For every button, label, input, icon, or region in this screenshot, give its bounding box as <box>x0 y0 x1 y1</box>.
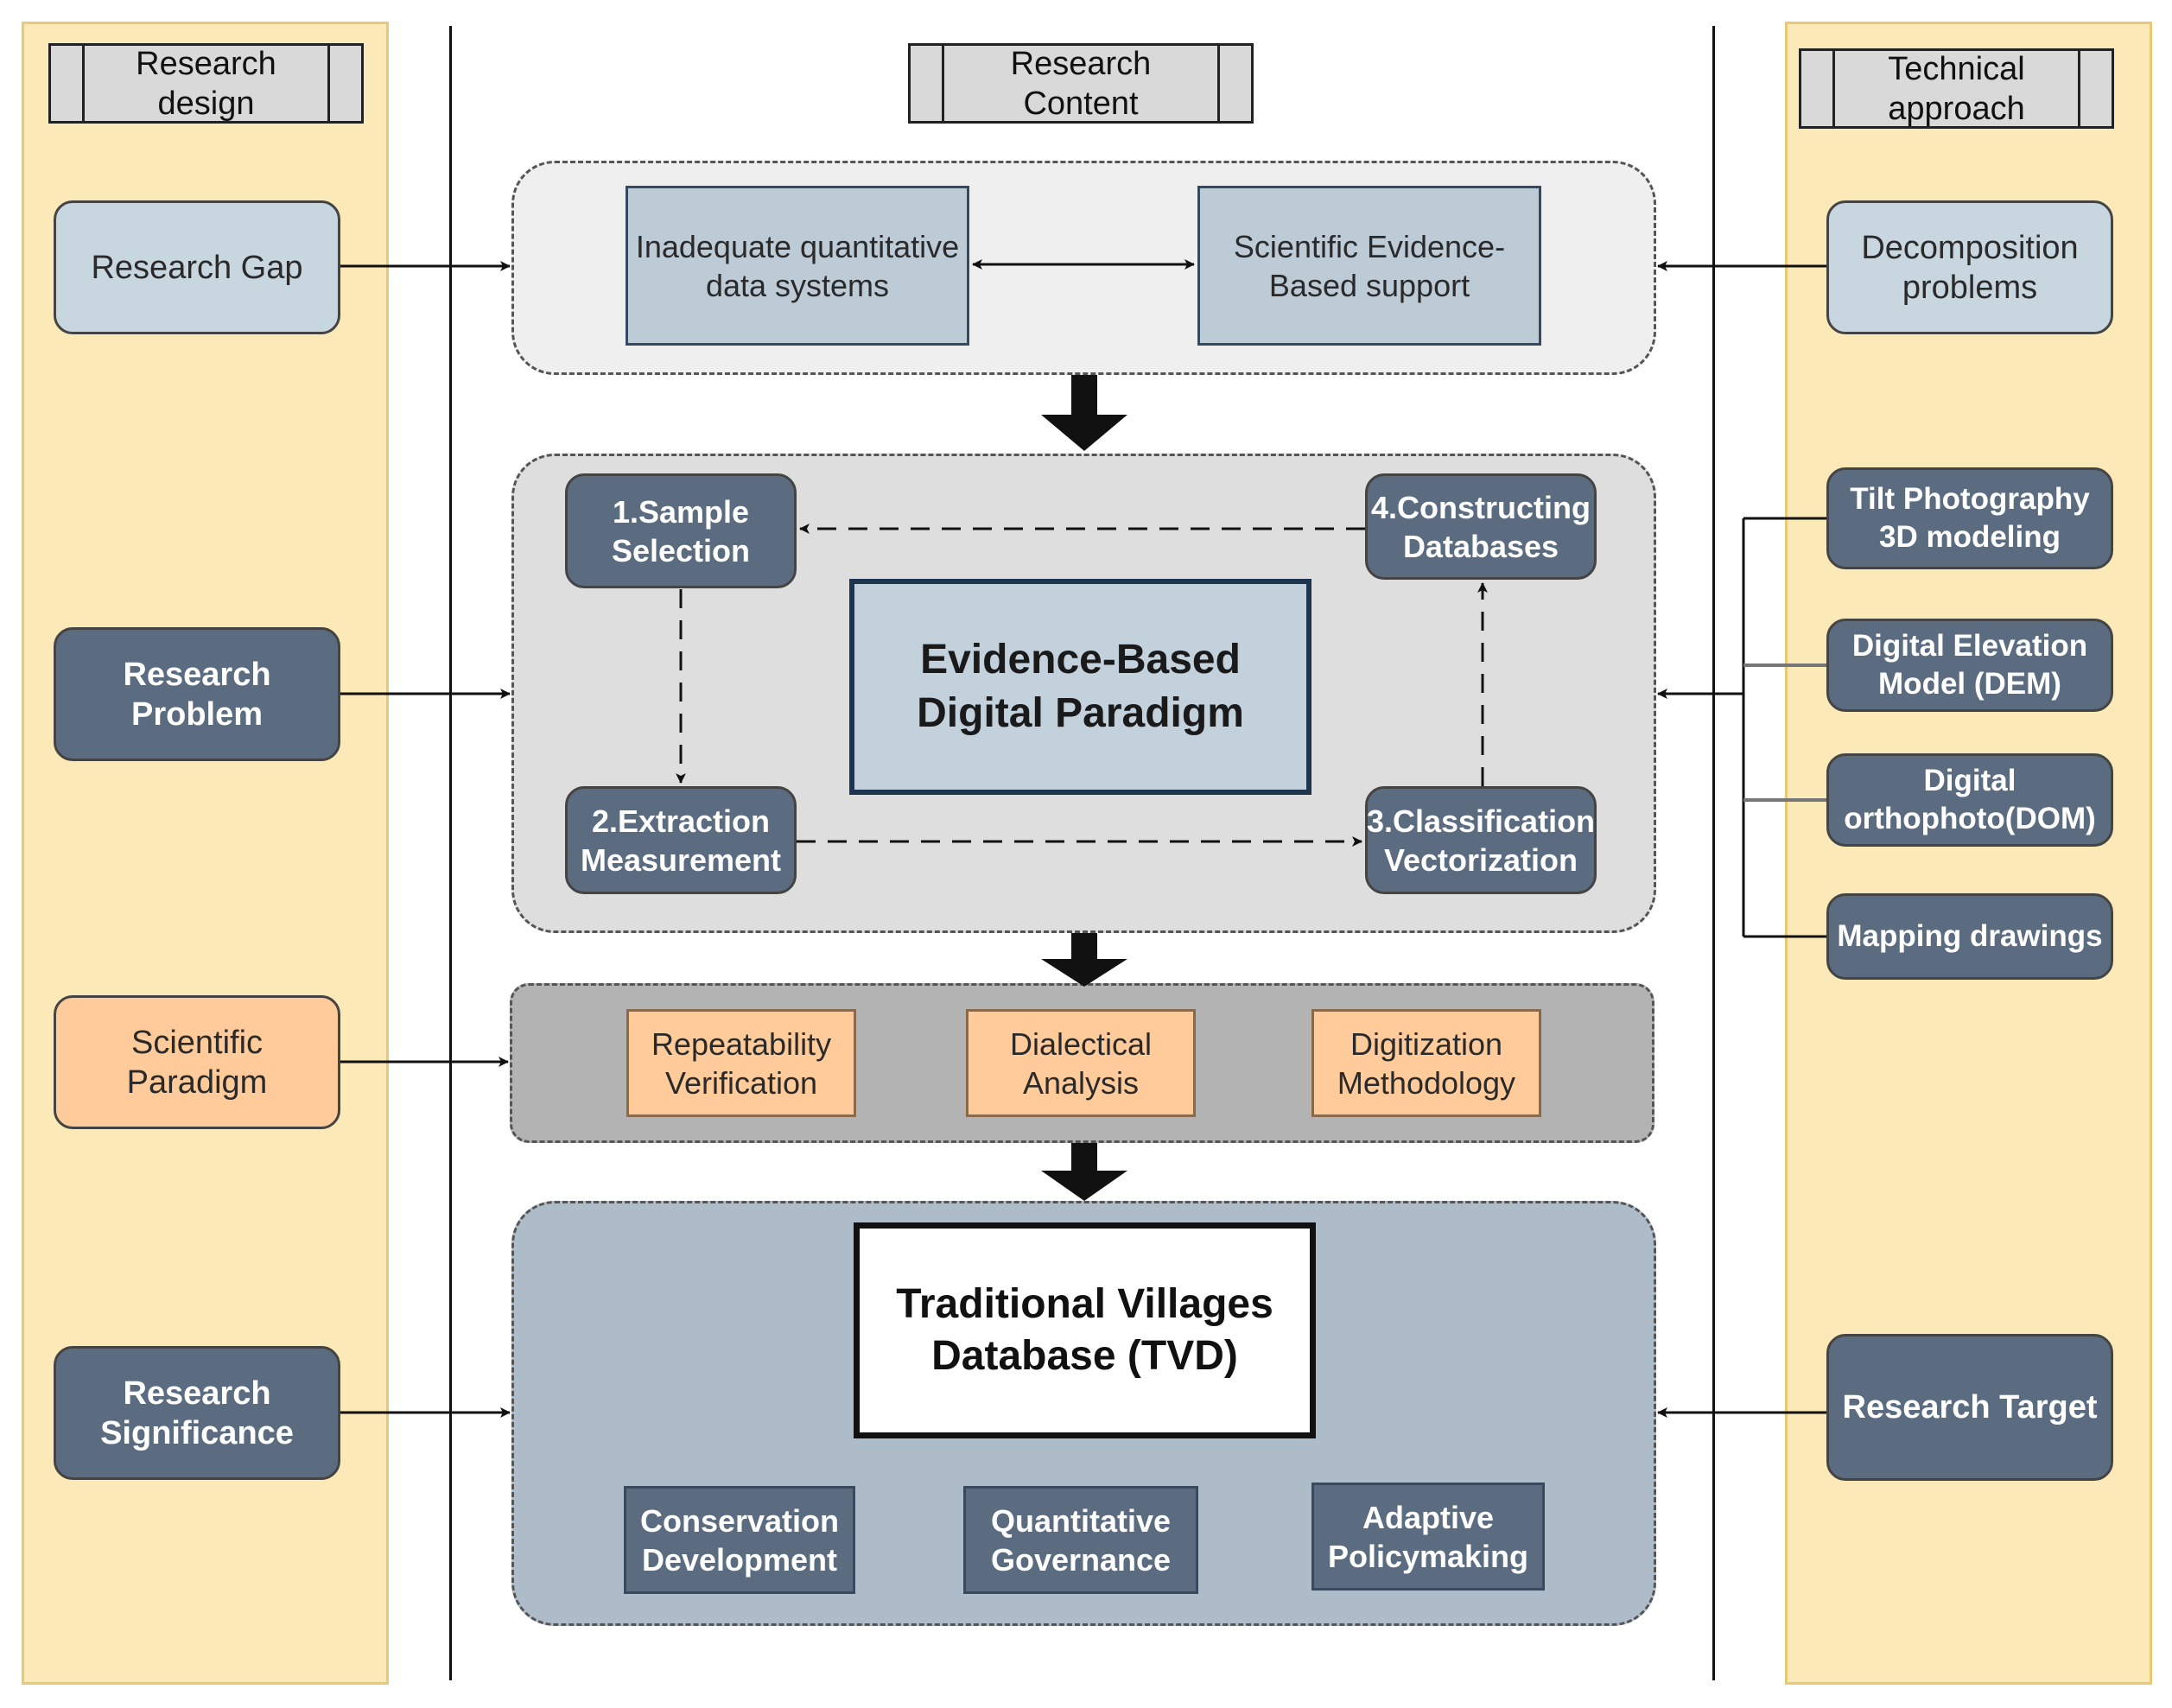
quantitative-governance-box: Quantitative Governance <box>963 1486 1198 1594</box>
decomposition-problems-box: Decomposition problems <box>1826 200 2113 334</box>
block-arrow-1 <box>1041 375 1127 451</box>
header-research-design: Research design <box>48 43 364 124</box>
repeatability-verification-box: Repeatability Verification <box>626 1009 856 1117</box>
step-constructing-databases: 4.Constructing Databases <box>1365 473 1597 580</box>
step-sample-selection: 1.Sample Selection <box>565 473 797 588</box>
left-divider <box>449 26 452 1680</box>
evidence-support-box: Scientific Evidence-Based support <box>1197 186 1541 346</box>
header-technical-approach: Technical approach <box>1799 48 2114 129</box>
step-extraction-measurement: 2.Extraction Measurement <box>565 786 797 894</box>
right-divider <box>1712 26 1715 1680</box>
research-gap-box: Research Gap <box>54 200 340 334</box>
dialectical-analysis-box: Dialectical Analysis <box>966 1009 1196 1117</box>
mapping-drawings-box: Mapping drawings <box>1826 893 2113 980</box>
step-classification-vectorization: 3.Classification Vectorization <box>1365 786 1597 894</box>
dom-box: Digital orthophoto(DOM) <box>1826 753 2113 847</box>
header-research-content: Research Content <box>908 43 1254 124</box>
scientific-paradigm-box: Scientific Paradigm <box>54 995 340 1129</box>
block-arrow-3 <box>1041 1143 1127 1201</box>
tvd-title: Traditional Villages Database (TVD) <box>854 1222 1316 1438</box>
research-target-box: Research Target <box>1826 1334 2113 1481</box>
evidence-paradigm-title: Evidence-Based Digital Paradigm <box>849 579 1311 795</box>
research-significance-box: Research Significance <box>54 1346 340 1480</box>
conservation-development-box: Conservation Development <box>624 1486 855 1594</box>
digitization-methodology-box: Digitization Methodology <box>1311 1009 1541 1117</box>
adaptive-policymaking-box: Adaptive Policymaking <box>1311 1483 1545 1591</box>
inadequate-data-box: Inadequate quantitative data systems <box>626 186 969 346</box>
block-arrow-2 <box>1041 933 1127 987</box>
research-problem-box: Research Problem <box>54 627 340 761</box>
dem-box: Digital Elevation Model (DEM) <box>1826 619 2113 712</box>
tilt-photography-box: Tilt Photography 3D modeling <box>1826 467 2113 569</box>
